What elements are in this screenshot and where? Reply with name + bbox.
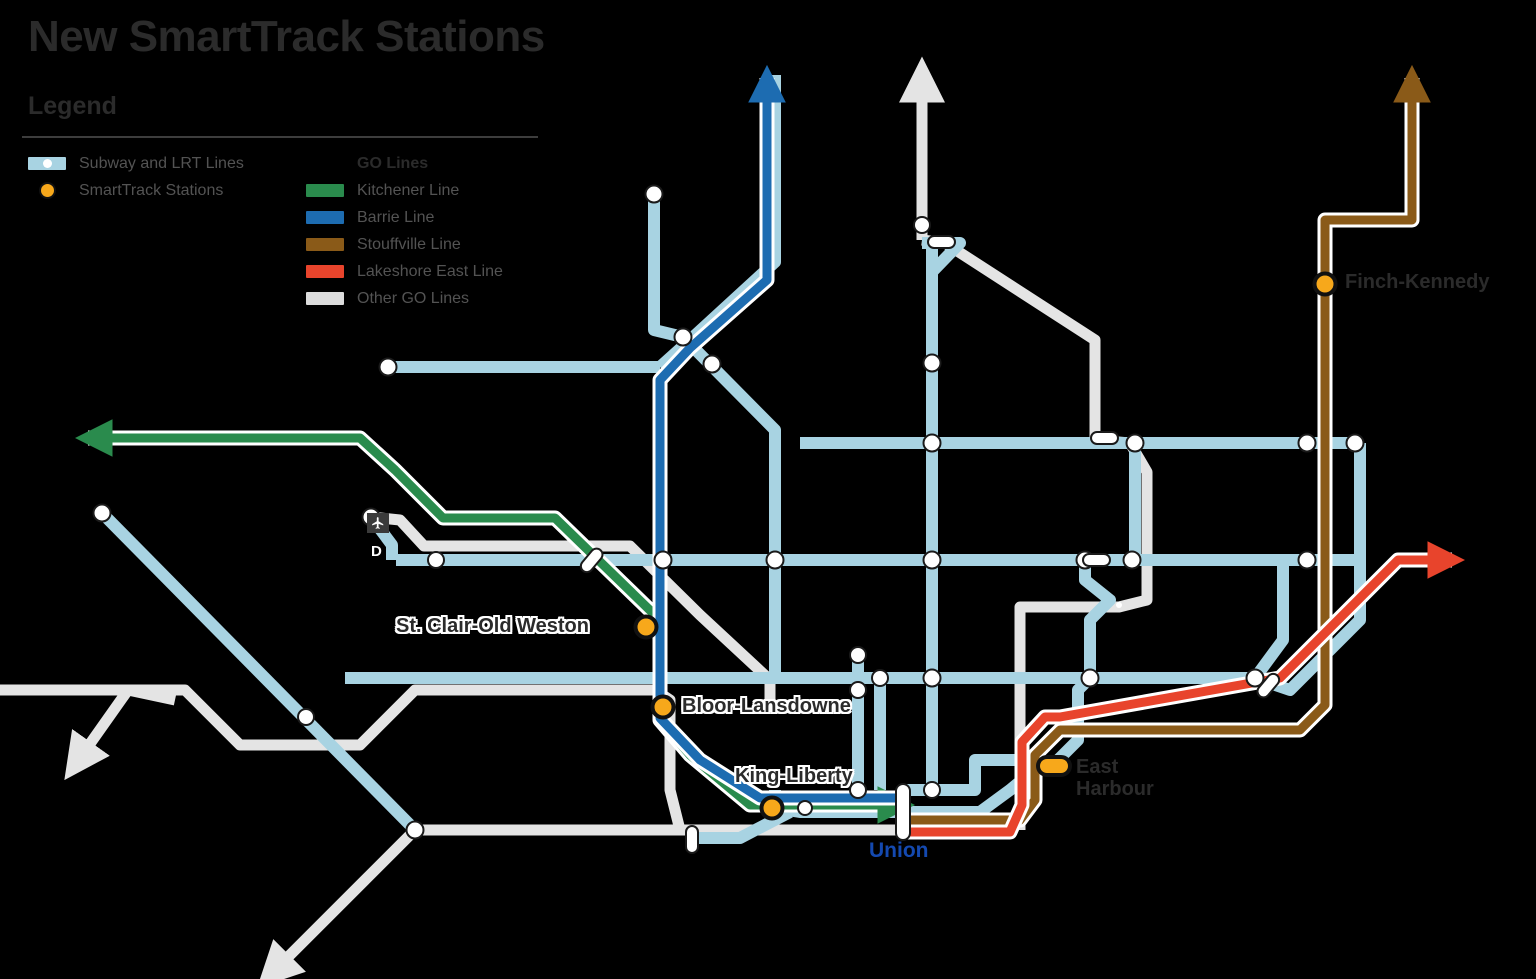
station-dot [922, 668, 942, 688]
station-label-st-clair-old-weston: St. Clair-Old Weston [396, 615, 589, 637]
station-label-king-liberty: King-Liberty [735, 765, 853, 787]
station-dot [913, 216, 931, 234]
stouffville-line-swatch [306, 238, 344, 251]
station-label-east-harbour: East Harbour [1076, 756, 1154, 800]
lakeshore-east-line [905, 541, 1466, 837]
station-dot [92, 503, 112, 523]
interchange-pill [685, 825, 699, 854]
station-label-finch-kennedy: Finch-Kennedy [1345, 271, 1490, 293]
smarttrack-marker-bloor-lansdowne[interactable] [650, 694, 676, 720]
subway-line-1-west [648, 194, 781, 680]
lakeshore-east-line-group [905, 541, 1466, 840]
station-label-bloor-lansdowne: Bloor-Lansdowne [682, 695, 851, 717]
station-dot [797, 800, 813, 816]
station-dot [922, 433, 942, 453]
station-dot [702, 354, 722, 374]
smarttrack-marker-finch-kennedy[interactable] [1312, 271, 1338, 297]
station-label-union: Union [869, 839, 929, 862]
legend-label-barrie: Barrie Line [357, 208, 435, 226]
other-go-lines-group [0, 56, 1153, 979]
smarttrack-marker-east-harbour[interactable] [1036, 755, 1072, 777]
legend-item-smarttrack: SmartTrack Stations [28, 177, 244, 204]
station-dot [297, 708, 315, 726]
airport-terminal-code: D [371, 543, 382, 560]
legend-heading-go-lines: GO Lines [357, 154, 429, 172]
station-dot [1297, 433, 1317, 453]
legend-label-lakeshore-east: Lakeshore East Line [357, 262, 503, 280]
subway-line-sw-diagonal [97, 508, 420, 835]
legend-label-kitchener: Kitchener Line [357, 181, 460, 199]
legend-item-barrie: Barrie Line [306, 204, 503, 231]
legend-column-left: Subway and LRT Lines SmartTrack Stations [28, 150, 244, 204]
legend-label-smarttrack: SmartTrack Stations [79, 181, 224, 199]
kitchener-line-swatch [306, 184, 344, 197]
station-dot [1245, 668, 1265, 688]
legend-item-stouffville: Stouffville Line [306, 231, 503, 258]
legend-label-other-go: Other GO Lines [357, 289, 470, 307]
interchange-pill [927, 235, 956, 249]
smarttrack-markers-group [633, 271, 1338, 821]
station-dot [653, 550, 673, 570]
subway-line-southeast [1253, 560, 1366, 696]
legend-divider [22, 136, 538, 138]
legend-item-lakeshore-east: Lakeshore East Line [306, 258, 503, 285]
legend-item-other-go: Other GO Lines [306, 285, 503, 312]
station-dot [849, 646, 867, 664]
station-dot [1345, 433, 1365, 453]
station-dot [405, 820, 425, 840]
station-dot [1125, 433, 1145, 453]
station-dot [765, 550, 785, 570]
subway-line-east-north [1079, 560, 1116, 678]
smarttrack-station-swatch [28, 181, 66, 200]
station-dot [922, 550, 942, 570]
interchange-pill [1256, 672, 1281, 699]
smarttrack-marker-st-clair-old-weston[interactable] [633, 614, 659, 640]
subway-line-scarborough-vertical [1250, 560, 1289, 682]
other-go-lines-swatch [306, 292, 344, 305]
station-dot [871, 669, 889, 687]
barrie-line-swatch [306, 211, 344, 224]
smarttrack-marker-king-liberty[interactable] [759, 795, 785, 821]
station-dot [427, 551, 445, 569]
station-dot [1122, 550, 1142, 570]
page-title: New SmartTrack Stations [28, 12, 545, 61]
station-dot-small [1116, 602, 1122, 608]
union-station-marker[interactable] [895, 783, 911, 841]
stouffville-line [905, 64, 1431, 825]
station-label-east-harbour-line1: East [1076, 756, 1119, 778]
station-dot [849, 781, 867, 799]
station-dot [849, 681, 867, 699]
legend-heading: Legend [28, 92, 117, 120]
interchange-pill [579, 547, 604, 574]
legend-column-right: GO Lines Kitchener Line Barrie Line Stou… [306, 150, 503, 312]
legend-label-subway-lrt: Subway and LRT Lines [79, 154, 244, 172]
station-dot [1297, 550, 1317, 570]
station-label-east-harbour-line2: Harbour [1076, 777, 1154, 800]
legend-go-heading-row: GO Lines [306, 150, 503, 177]
interchange-pill [1090, 431, 1119, 445]
legend-label-stouffville: Stouffville Line [357, 235, 461, 253]
other-go-line-southwest-arrow [256, 826, 419, 979]
legend-item-subway-lrt: Subway and LRT Lines [28, 150, 244, 177]
interchange-pill [1082, 553, 1111, 567]
station-dot [378, 357, 398, 377]
station-dot [644, 184, 664, 204]
lakeshore-east-line-swatch [306, 265, 344, 278]
station-dot [923, 781, 941, 799]
station-dot [673, 327, 693, 347]
legend-item-kitchener: Kitchener Line [306, 177, 503, 204]
station-dot [922, 353, 942, 373]
station-dot [1080, 668, 1100, 688]
other-go-line-richmond-hill [921, 234, 1101, 440]
subway-lrt-swatch [28, 157, 66, 170]
airplane-icon [367, 513, 389, 533]
interchange-pills-group [579, 235, 1281, 854]
